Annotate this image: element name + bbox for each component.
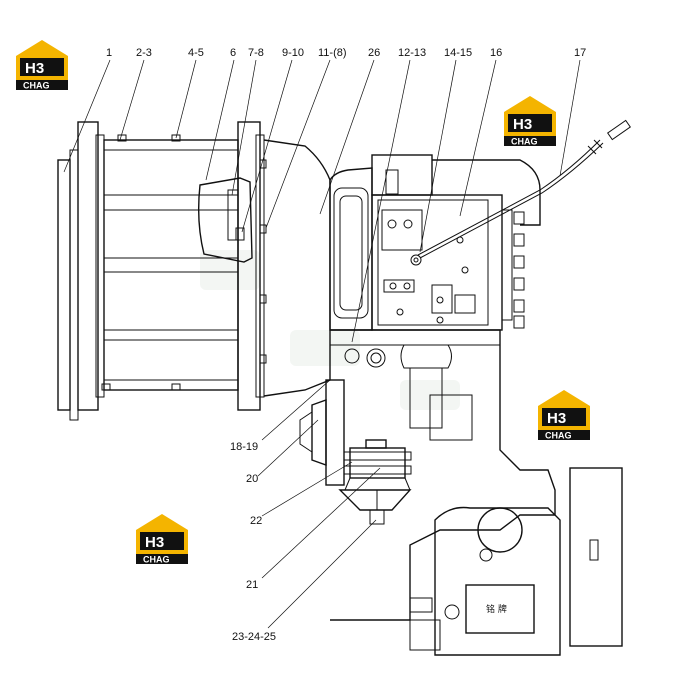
brand-logo: H3 CHAG [504,96,556,147]
svg-text:H3: H3 [547,410,566,427]
callout-9-10: 9-10 [282,47,304,59]
callout-12-13: 12-13 [398,47,426,59]
brand-logo: H3 CHAG [136,514,188,565]
callout-16: 16 [490,47,502,59]
callout-labels: 1 2-3 4-5 6 7-8 9-10 11-(8) 26 12-13 14-… [106,47,586,643]
callout-6: 6 [230,47,236,59]
svg-text:H3: H3 [513,116,532,133]
brand-logo: H3 CHAG [16,40,68,91]
callout-4-5: 4-5 [188,47,204,59]
svg-text:CHAG: CHAG [511,137,538,147]
svg-text:H3: H3 [145,534,164,551]
gearbox-body [299,119,632,656]
callout-22: 22 [250,515,262,527]
leader-lines [63,59,581,629]
svg-text:H3: H3 [25,60,44,77]
nameplate-text: 铭 牌 [486,603,507,615]
watermark [200,250,460,410]
callout-26: 26 [368,47,380,59]
callout-23-24-25: 23-24-25 [232,631,276,643]
callout-11-8: 11-(8) [318,47,347,59]
callout-20: 20 [246,473,258,485]
svg-text:CHAG: CHAG [545,431,572,441]
callout-18-19: 18-19 [230,441,258,453]
callout-2-3: 2-3 [136,47,152,59]
callout-21: 21 [246,579,258,591]
callout-7-8: 7-8 [248,47,264,59]
converter-housing [57,121,331,421]
brand-logo: H3 CHAG [538,390,590,441]
callout-1: 1 [106,47,112,59]
svg-text:CHAG: CHAG [23,81,50,91]
callout-14-15: 14-15 [444,47,472,59]
callout-17: 17 [574,47,586,59]
svg-text:CHAG: CHAG [143,555,170,565]
